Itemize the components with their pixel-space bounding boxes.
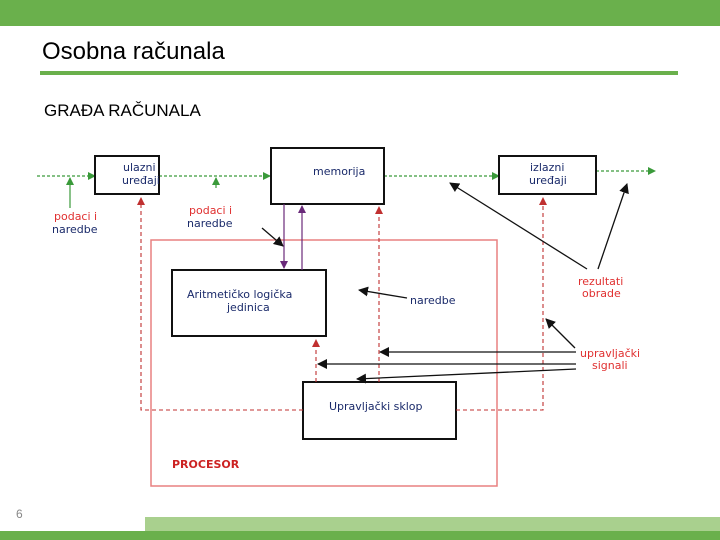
- footer-accent-bar: [0, 531, 720, 540]
- data-mem-label: podaci i: [189, 204, 232, 217]
- top-accent-bar: [0, 0, 720, 26]
- control-line: [137, 197, 303, 411]
- annotation-arrow: [545, 318, 576, 349]
- alu-block: [171, 269, 327, 337]
- output-devices-label: izlazni: [530, 161, 564, 174]
- title-underline: [40, 71, 678, 75]
- instructions-label: naredbe: [410, 294, 456, 307]
- results-label: obrade: [582, 287, 621, 300]
- data-in-label: naredbe: [52, 223, 98, 236]
- annotation-arrow: [449, 182, 588, 270]
- slide-subtitle: GRAĐA RAČUNALA: [44, 101, 201, 120]
- annotation-arrow: [597, 183, 629, 270]
- processor-label: PROCESOR: [172, 458, 240, 471]
- data-in-label: podaci i: [54, 210, 97, 223]
- annotation-arrow: [261, 227, 284, 247]
- output-devices-block: [498, 155, 597, 195]
- input-devices-label: uređaji: [122, 174, 160, 187]
- memory-label: memorija: [313, 165, 365, 178]
- results-label: rezultati: [578, 275, 623, 288]
- control-line: [456, 197, 547, 411]
- page-number: 6: [16, 507, 23, 521]
- output-devices-label: uređaji: [529, 174, 567, 187]
- memory-block: [270, 147, 385, 205]
- slide-title: Osobna računala: [42, 38, 225, 65]
- processor-boundary: [150, 239, 498, 487]
- alu-label: Aritmetičko logička: [187, 288, 292, 301]
- data-mem-label: naredbe: [187, 217, 233, 230]
- input-devices-label: ulazni: [123, 161, 156, 174]
- control-signals-label: upravljački: [580, 347, 640, 360]
- input-devices-block: [94, 155, 160, 195]
- footer-accent-light: [145, 517, 720, 531]
- control-signals-label: signali: [592, 359, 628, 372]
- alu-label: jedinica: [226, 301, 270, 314]
- control-unit-label: Upravljački sklop: [329, 400, 423, 413]
- annotation-arrow: [358, 286, 408, 299]
- annotation-arrow: [356, 368, 577, 384]
